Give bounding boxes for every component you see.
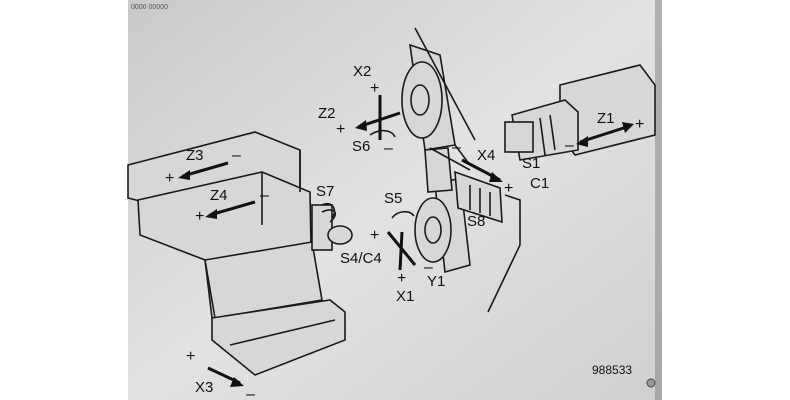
label-x4: X4 — [477, 147, 495, 164]
sign-z3-plus: + — [165, 170, 174, 187]
sign-z1-minus: – — [565, 137, 574, 154]
sign-y1-minus: – — [424, 259, 433, 276]
sign-x3-minus: – — [246, 386, 255, 400]
label-s6: S6 — [352, 138, 370, 155]
label-x2: X2 — [353, 63, 371, 80]
sign-x1-plus-left: + — [370, 227, 379, 244]
label-s7: S7 — [316, 183, 334, 200]
label-x3: X3 — [195, 379, 213, 396]
label-z3: Z3 — [186, 147, 204, 164]
label-z2: Z2 — [318, 105, 336, 122]
label-z4: Z4 — [210, 187, 228, 204]
label-s5: S5 — [384, 190, 402, 207]
sign-z2-plus: + — [336, 121, 345, 138]
label-s8: S8 — [467, 213, 485, 230]
corner-text: 0000 00000 — [131, 4, 168, 11]
sign-z3-minus: – — [232, 147, 241, 164]
sign-x1-plus: + — [397, 270, 406, 287]
s8-tool-block — [424, 147, 521, 313]
left-spindle-housing — [127, 131, 353, 376]
sign-x4-plus: + — [504, 180, 513, 197]
label-s4c4: S4/C4 — [340, 250, 382, 267]
sign-x4-minus: – — [452, 139, 461, 156]
label-c1: C1 — [530, 175, 549, 192]
label-y1: Y1 — [427, 273, 445, 290]
upper-turret — [401, 27, 476, 166]
plate-shadow-right — [655, 0, 662, 400]
right-spindle — [504, 64, 656, 161]
label-x1: X1 — [396, 288, 414, 305]
sign-z4-minus: – — [260, 187, 269, 204]
label-z1: Z1 — [597, 110, 615, 127]
sign-z4-plus: + — [195, 208, 204, 225]
rivet-icon — [646, 378, 656, 388]
sign-x2-plus: + — [370, 80, 379, 97]
sign-s6-minus: – — [384, 140, 393, 157]
label-s1: S1 — [522, 155, 540, 172]
serial-number: 988533 — [592, 363, 632, 377]
sign-x3-plus: + — [186, 348, 195, 365]
sign-z1-plus: + — [635, 116, 644, 133]
axis-arrows — [178, 95, 634, 387]
